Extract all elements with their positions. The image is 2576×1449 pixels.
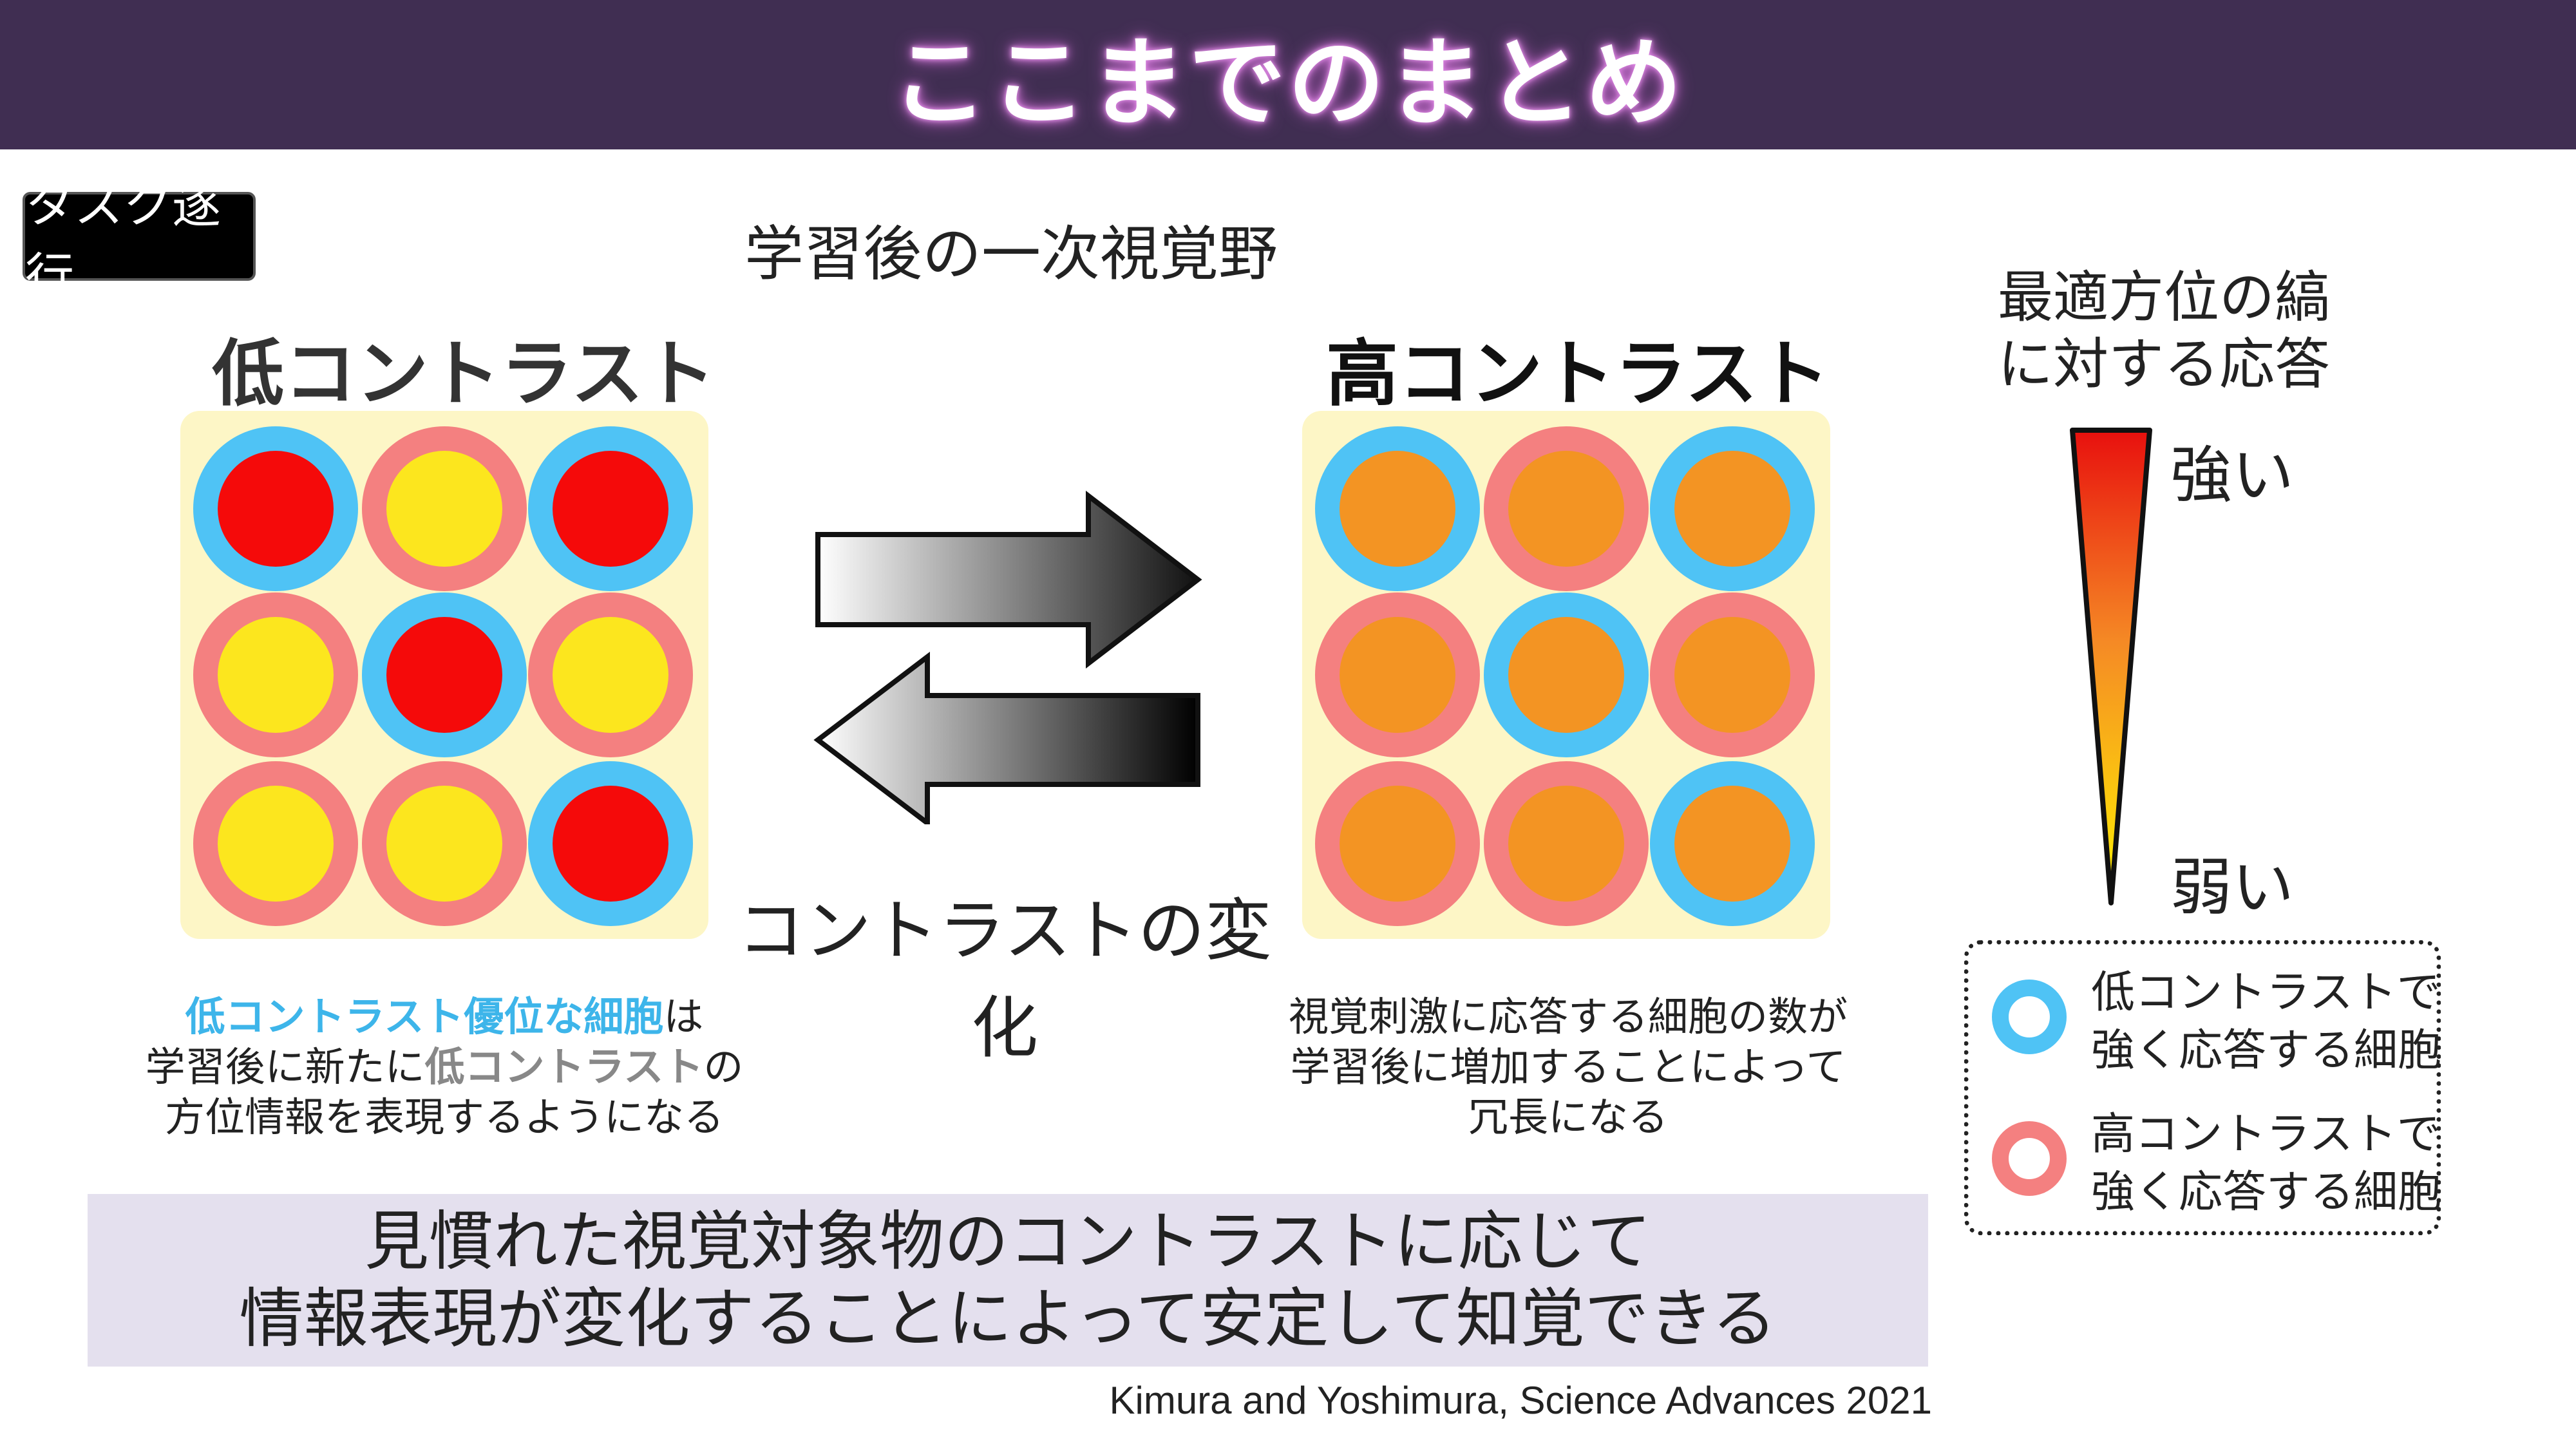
yellow-core — [553, 617, 668, 733]
task-badge: タスク遂行 — [23, 176, 256, 305]
high-contrast-cell-grid — [1302, 411, 1830, 939]
neuron-cell — [1650, 592, 1815, 757]
orange-core — [1508, 786, 1624, 902]
neuron-cell — [1484, 592, 1649, 757]
orange-core — [1674, 617, 1790, 733]
desc-text: は — [663, 993, 704, 1040]
orange-core — [1340, 617, 1455, 733]
neuron-cell — [528, 426, 693, 591]
weak-label: 弱い — [2170, 851, 2294, 923]
legend-key-line: 強く応答する細胞 — [2091, 1167, 2442, 1218]
orange-core — [1674, 786, 1790, 902]
pink-ring-icon — [1992, 1121, 2067, 1196]
desc-text: 学習後に新たに — [145, 1043, 425, 1090]
page-title: ここまでのまとめ — [891, 27, 1685, 140]
yellow-core — [218, 617, 334, 733]
red-core — [553, 786, 668, 902]
section-title: 学習後の一次視覚野 — [744, 220, 1278, 289]
neuron-cell — [193, 592, 358, 757]
orange-core — [1340, 451, 1455, 567]
red-core — [218, 451, 334, 567]
legend-title-line: 最適方位の縞 — [1998, 265, 2330, 330]
low-contrast-description: 低コントラスト優位な細胞は 学習後に新たに低コントラストの 方位情報を表現するよ… — [97, 992, 792, 1142]
desc-line: 学習後に増加することによって — [1290, 1043, 1846, 1090]
high-contrast-cells — [1315, 426, 1815, 926]
red-core — [553, 451, 668, 567]
neuron-cell — [1484, 426, 1649, 591]
citation: Kimura and Yoshimura, Science Advances 2… — [1109, 1379, 1933, 1422]
legend-key-text: 高コントラストで 強く応答する細胞 — [2091, 1106, 2452, 1222]
neuron-cell — [1315, 426, 1480, 591]
header-bar — [0, 0, 2576, 149]
low-contrast-cells — [193, 426, 693, 926]
neuron-cell — [528, 761, 693, 926]
neuron-cell — [1315, 761, 1480, 926]
neuron-cell — [1650, 426, 1815, 591]
neuron-cell — [1650, 761, 1815, 926]
legend-key-line: 高コントラストで — [2091, 1109, 2441, 1160]
desc-text: 方位情報を表現するようになる — [164, 1094, 724, 1141]
orange-core — [1508, 617, 1624, 733]
legend-title-line: に対する応答 — [1998, 332, 2330, 397]
blue-ring-icon — [1992, 980, 2067, 1054]
neuron-cell — [362, 426, 527, 591]
desc-line: 冗長になる — [1468, 1094, 1668, 1141]
neuron-cell — [362, 761, 527, 926]
legend-key-box: 低コントラストで 強く応答する細胞 高コントラストで 強く応答する細胞 — [1964, 940, 2441, 1235]
red-core — [386, 617, 502, 733]
strong-label: 強い — [2170, 439, 2294, 511]
high-contrast-description: 視覚刺激に応答する細胞の数が 学習後に増加することによって 冗長になる — [1211, 992, 1926, 1142]
neuron-cell — [193, 426, 358, 591]
legend-key-line: 低コントラストで — [2091, 967, 2441, 1018]
neuron-cell — [1315, 592, 1480, 757]
neuron-cell — [362, 592, 527, 757]
neuron-cell — [528, 592, 693, 757]
left-arrow — [813, 651, 1200, 824]
legend-key-line: 強く応答する細胞 — [2091, 1025, 2442, 1076]
right-arrow — [815, 490, 1202, 669]
legend-title: 最適方位の縞 に対する応答 — [1971, 264, 2357, 398]
yellow-core — [386, 786, 502, 902]
yellow-core — [386, 451, 502, 567]
legend-key-high: 高コントラストで 強く応答する細胞 — [1988, 1106, 2441, 1222]
orange-core — [1340, 786, 1455, 902]
high-contrast-title: 高コントラスト — [1326, 332, 1830, 416]
low-contrast-cell-grid — [180, 411, 708, 939]
conclusion-line: 見慣れた視覚対象物のコントラストに応じて — [365, 1204, 1651, 1279]
desc-text: の — [703, 1043, 744, 1090]
orange-core — [1508, 451, 1624, 567]
desc-highlight-contrast: 低コントラスト — [424, 1043, 704, 1090]
conclusion-box: 見慣れた視覚対象物のコントラストに応じて 情報表現が変化することによって安定して… — [88, 1194, 1928, 1367]
desc-highlight-cells: 低コントラスト優位な細胞 — [185, 993, 664, 1040]
neuron-cell — [1484, 761, 1649, 926]
legend-key-text: 低コントラストで 強く応答する細胞 — [2091, 964, 2452, 1080]
orange-core — [1674, 451, 1790, 567]
yellow-core — [218, 786, 334, 902]
response-strength-wedge — [2070, 428, 2152, 905]
bidirectional-arrows — [813, 490, 1202, 824]
neuron-cell — [193, 761, 358, 926]
conclusion-line: 情報表現が変化することによって安定して知覚できる — [239, 1281, 1777, 1356]
contrast-change-label: コントラストの変化 — [737, 891, 1272, 1067]
legend-key-low: 低コントラストで 強く応答する細胞 — [1988, 964, 2441, 1080]
desc-line: 視覚刺激に応答する細胞の数が — [1288, 993, 1848, 1040]
low-contrast-title: 低コントラスト — [212, 332, 715, 416]
